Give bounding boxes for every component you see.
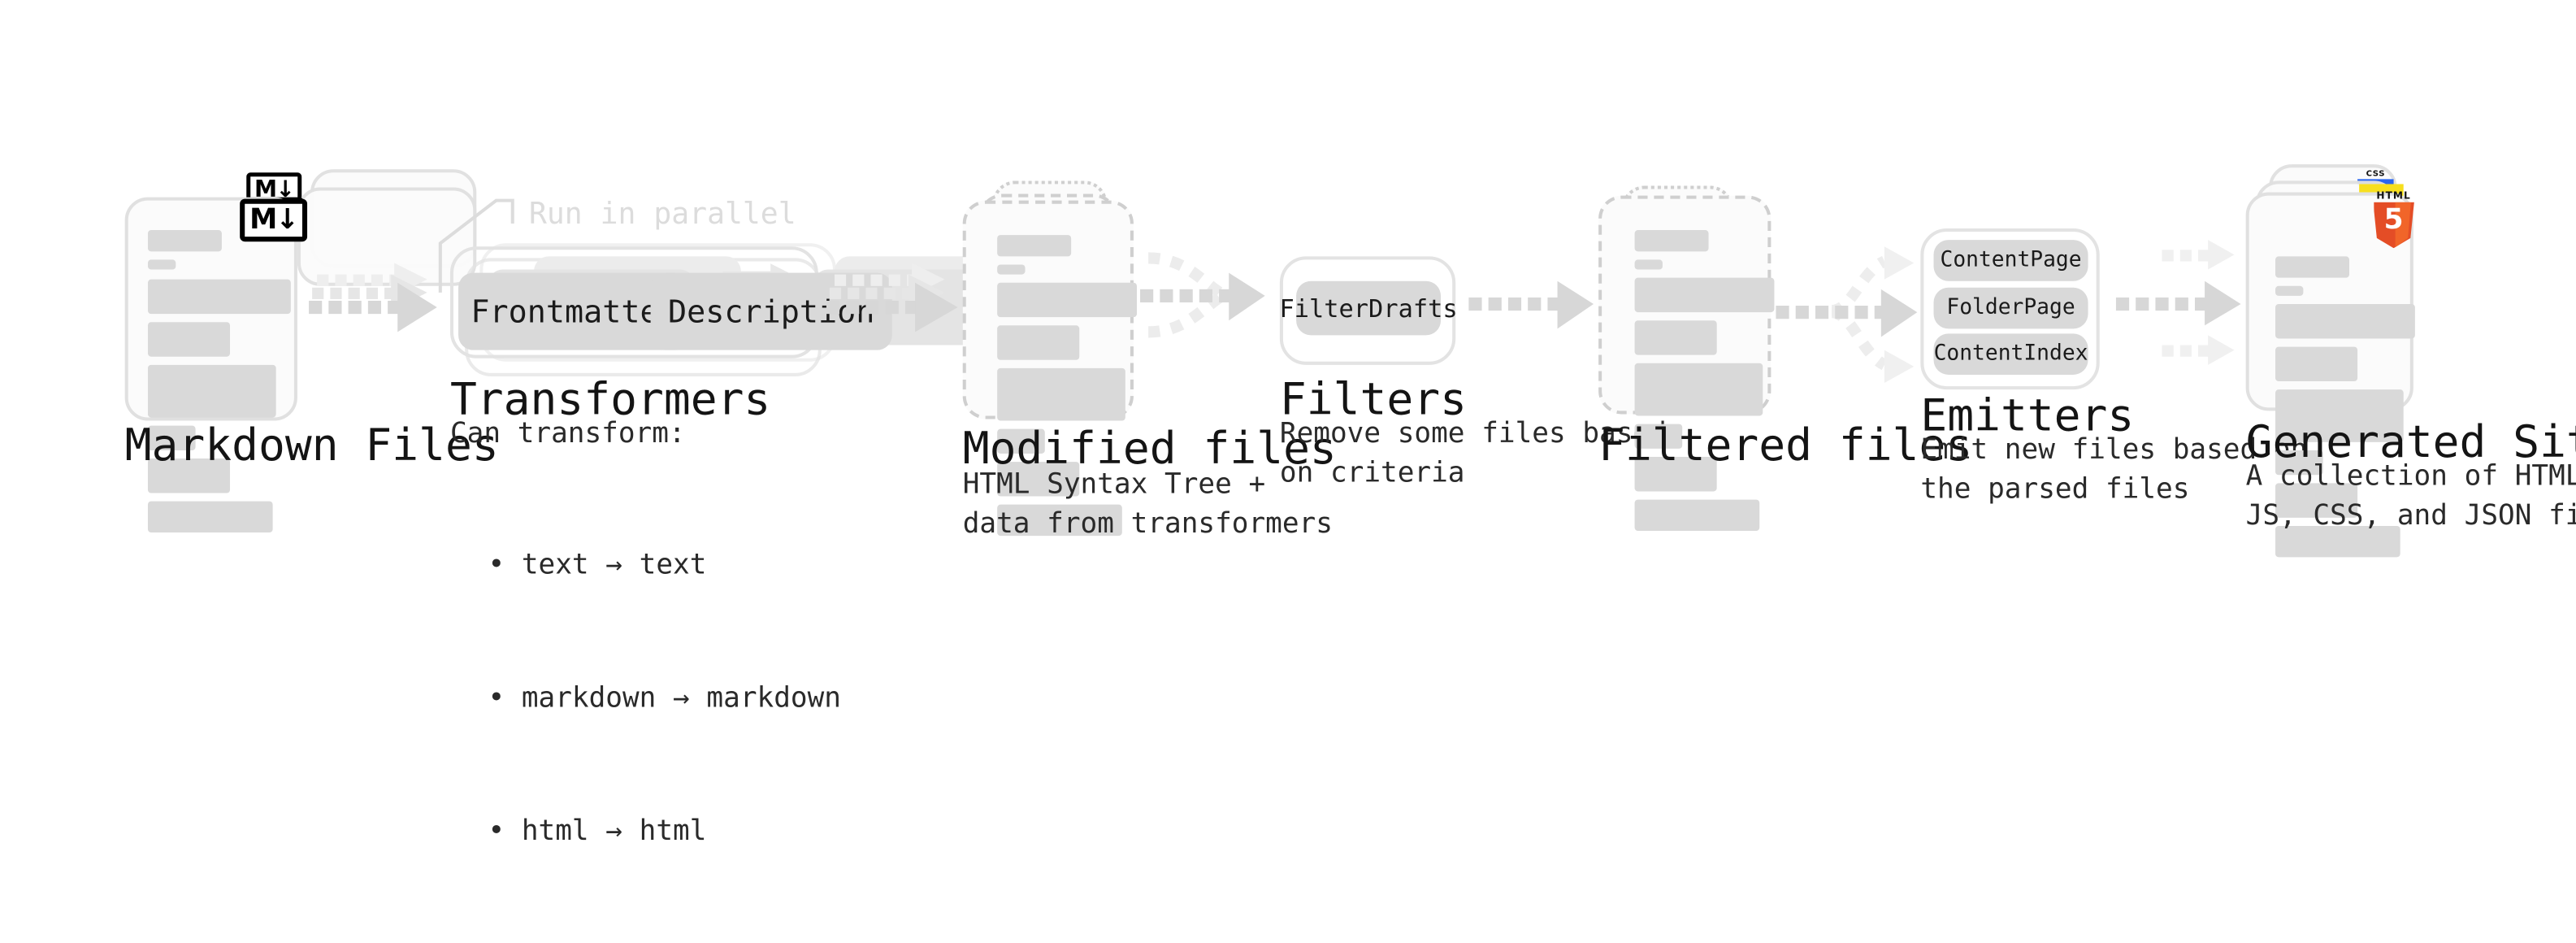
- stage-title-markdown: Markdown Files: [124, 420, 499, 472]
- arrow-filtered-to-emitters: [1776, 246, 1918, 384]
- transformers-bullet-list: • text → text • markdown → markdown • ht…: [465, 455, 841, 943]
- skeleton-line: [2275, 525, 2400, 558]
- skeleton-line: [997, 325, 1080, 360]
- skeleton-line: [1634, 363, 1763, 416]
- html5-icon-label: HTML: [2376, 190, 2411, 202]
- skeleton-line: [2275, 285, 2304, 296]
- skeleton-line: [1634, 499, 1760, 532]
- stage-title-filtered: Filtered files: [1598, 420, 1973, 472]
- arrow-emitters-to-generated: [2115, 240, 2241, 365]
- emitter-chip-contentpage[interactable]: ContentPage: [1933, 240, 2088, 281]
- css-icon-label: CSS: [2366, 169, 2386, 180]
- skeleton-line: [2275, 304, 2415, 339]
- skeleton-line: [997, 367, 1125, 421]
- generated-caption: A collection of HTML, JS, CSS, and JSON …: [2245, 460, 2576, 533]
- skeleton-line: [147, 259, 176, 270]
- stage-title-modified: Modified files: [962, 424, 1337, 476]
- skeleton-line: [147, 501, 273, 533]
- run-in-parallel-label: Run in parallel: [528, 197, 796, 232]
- arrow-filters-to-filtered: [1468, 280, 1594, 329]
- run-in-parallel-bracket: [438, 198, 514, 293]
- arrow-transformers-to-modified: [826, 263, 958, 332]
- stage-title-emitters: Emitters: [1920, 391, 2135, 442]
- filter-chip-filterdrafts[interactable]: FilterDrafts: [1280, 280, 1458, 336]
- list-item: • text → text: [488, 549, 707, 582]
- diagram-canvas: M↓ M↓ M↓ Markdown Files Run in paralle: [0, 0, 2576, 682]
- skeleton-line: [147, 425, 196, 450]
- list-item: • html → html: [488, 815, 707, 849]
- skeleton-line: [2275, 483, 2358, 518]
- skeleton-line: [2275, 389, 2404, 442]
- skeleton-line: [2275, 256, 2350, 278]
- skeleton-line: [147, 322, 231, 357]
- arrow-markdown-to-transformers: [309, 263, 437, 332]
- skeleton-line: [147, 458, 231, 493]
- arrow-modified-to-filters: [1140, 252, 1265, 338]
- stage-title-transformers: Transformers: [449, 374, 771, 426]
- stage-title-filters: Filters: [1279, 374, 1467, 426]
- skeleton-line: [1634, 457, 1717, 492]
- emitter-chip-contentindex[interactable]: ContentIndex: [1933, 333, 2088, 375]
- skeleton-line: [1634, 424, 1683, 449]
- skeleton-line: [1634, 320, 1717, 355]
- skeleton-line: [1634, 230, 1709, 252]
- skeleton-line: [147, 230, 222, 252]
- html5-icon-number: 5: [2383, 203, 2404, 237]
- skeleton-line: [2275, 346, 2358, 382]
- transformers-caption-heading: Can transform:: [449, 417, 686, 450]
- skeleton-line: [997, 282, 1138, 318]
- skeleton-line: [997, 504, 1122, 537]
- skeleton-line: [147, 279, 291, 315]
- skeleton-line: [997, 462, 1080, 497]
- skeleton-line: [997, 264, 1026, 275]
- list-item: • markdown → markdown: [488, 681, 841, 715]
- emitter-chip-folderpage[interactable]: FolderPage: [1933, 287, 2088, 329]
- markdown-card-back-1: [297, 187, 477, 286]
- html5-icon-shield: 5: [2373, 202, 2414, 249]
- html5-icon: HTML 5: [2369, 191, 2418, 249]
- markdown-icon: M↓: [240, 198, 308, 242]
- modified-caption: HTML Syntax Tree + data from transformer…: [962, 468, 1333, 541]
- skeleton-line: [2275, 450, 2323, 476]
- stage-title-generated: Generated Site: [2245, 417, 2576, 469]
- skeleton-line: [1634, 259, 1663, 270]
- skeleton-line: [997, 428, 1045, 454]
- skeleton-line: [997, 235, 1072, 257]
- skeleton-line: [1634, 277, 1775, 313]
- skeleton-line: [147, 364, 276, 418]
- filters-caption: Remove some files based on criteria: [1279, 417, 1667, 490]
